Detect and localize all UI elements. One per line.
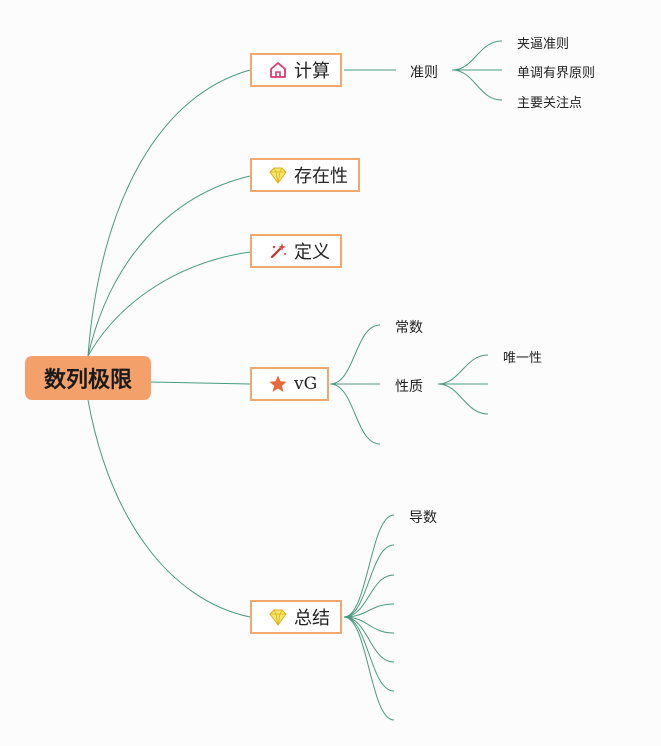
topic-calc[interactable]: 计算 xyxy=(250,53,342,87)
subtopic-constant[interactable]: 常数 xyxy=(395,320,423,336)
leaf-monotone[interactable]: 单调有界原则 xyxy=(517,66,596,81)
root-label: 数列极限 xyxy=(43,368,132,393)
topic-vg-label: vG xyxy=(294,374,318,394)
topic-summary[interactable]: 总结 xyxy=(250,600,342,634)
root-node[interactable]: 数列极限 xyxy=(25,356,151,400)
topic-calc-label: 计算 xyxy=(294,61,330,82)
topic-vg[interactable]: vG xyxy=(250,367,330,401)
leaf-focus[interactable]: 主要关注点 xyxy=(517,96,583,111)
subtopic-criteria[interactable]: 准则 xyxy=(410,65,438,81)
subtopic-property[interactable]: 性质 xyxy=(395,379,423,395)
star-icon xyxy=(268,374,288,394)
diamond-icon xyxy=(268,165,288,185)
leaf-uniqueness[interactable]: 唯一性 xyxy=(503,351,543,366)
subtopic-derivative[interactable]: 导数 xyxy=(409,510,437,526)
topic-definition-label: 定义 xyxy=(294,242,330,263)
topic-existence[interactable]: 存在性 xyxy=(250,158,360,192)
leaf-squeeze[interactable]: 夹逼准则 xyxy=(517,37,570,52)
diamond-icon xyxy=(268,607,288,627)
topic-summary-label: 总结 xyxy=(294,608,330,629)
house-icon xyxy=(268,60,288,80)
magic-wand-icon xyxy=(268,241,288,261)
topic-existence-label: 存在性 xyxy=(294,166,348,187)
topic-definition[interactable]: 定义 xyxy=(250,234,342,268)
